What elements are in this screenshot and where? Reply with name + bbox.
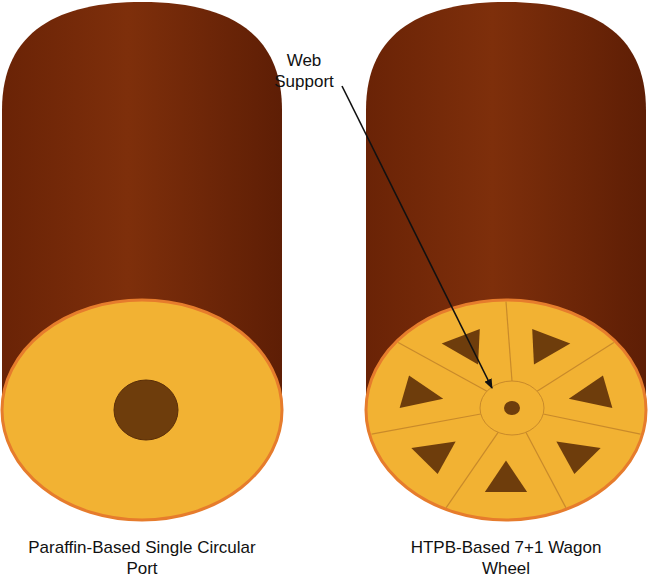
callout-label: Web Support bbox=[262, 50, 346, 92]
triangular-port bbox=[556, 442, 600, 475]
grain-face bbox=[2, 300, 282, 520]
web-spoke bbox=[372, 414, 481, 434]
triangular-port bbox=[532, 329, 570, 364]
wagon-wheel-ports bbox=[372, 302, 641, 508]
web-spoke bbox=[543, 414, 640, 434]
circular-port bbox=[114, 380, 178, 440]
web-support-hub bbox=[480, 381, 544, 435]
center-port bbox=[504, 401, 520, 415]
triangular-port bbox=[411, 442, 455, 475]
triangular-port bbox=[442, 329, 480, 364]
triangular-port bbox=[400, 376, 444, 408]
triangular-port bbox=[569, 376, 613, 408]
triangular-port bbox=[485, 461, 527, 492]
caption-label: Paraffin-Based Single Circular Port bbox=[22, 537, 262, 579]
caption-label: HTPB-Based 7+1 Wagon Wheel bbox=[386, 537, 626, 579]
web-spoke bbox=[506, 302, 512, 381]
grain-face bbox=[366, 300, 646, 520]
leader-arrow bbox=[342, 86, 492, 388]
